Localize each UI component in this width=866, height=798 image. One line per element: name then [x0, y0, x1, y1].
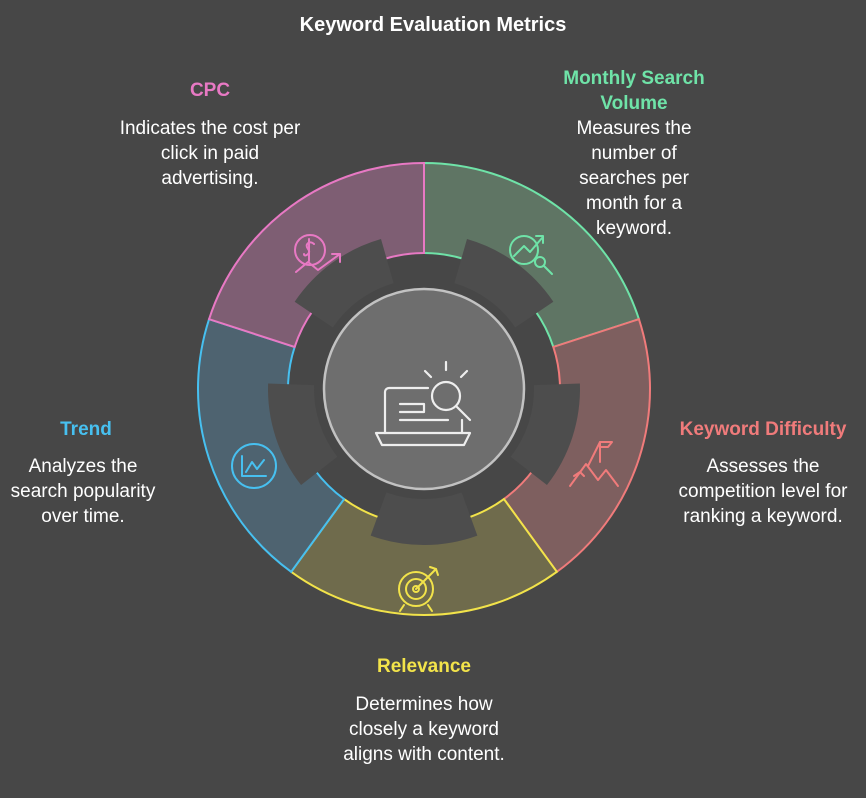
relevance-inner-notch — [370, 492, 478, 546]
keyword-difficulty-description: Assesses the competition level for ranki… — [678, 456, 848, 527]
monthly-search-volume-label: Monthly Search Volume — [540, 66, 728, 116]
trend-inner-notch — [268, 383, 338, 486]
cpc-description: Indicates the cost per click in paid adv… — [119, 118, 301, 189]
laptop-search-icon — [374, 360, 472, 447]
volume-inner-notch — [454, 239, 554, 328]
mountain-flag-icon — [569, 441, 619, 487]
difficulty-inner-notch — [510, 383, 580, 486]
trend-label: Trend — [60, 419, 112, 440]
keyword-difficulty-label: Keyword Difficulty — [679, 419, 847, 440]
relevance-description: Determines how closely a keyword aligns … — [343, 694, 505, 765]
monthly-search-volume-description: Measures the number of searches per mont… — [576, 118, 692, 239]
dollar-growth-icon — [294, 234, 341, 273]
cpc-inner-notch — [294, 239, 394, 328]
center-hub — [322, 287, 526, 491]
line-chart-icon — [231, 443, 277, 489]
trend-description: Analyzes the search popularity over time… — [10, 456, 156, 527]
diagram-title: Keyword Evaluation Metrics — [299, 14, 567, 36]
monthly-search-volume-label-line-1: Monthly Search — [563, 68, 705, 89]
monthly-search-volume-label-line-2: Volume — [600, 93, 668, 114]
target-icon — [398, 566, 439, 612]
cpc-label: CPC — [189, 80, 231, 101]
search-trend-icon — [509, 235, 553, 275]
relevance-label: Relevance — [376, 656, 471, 677]
